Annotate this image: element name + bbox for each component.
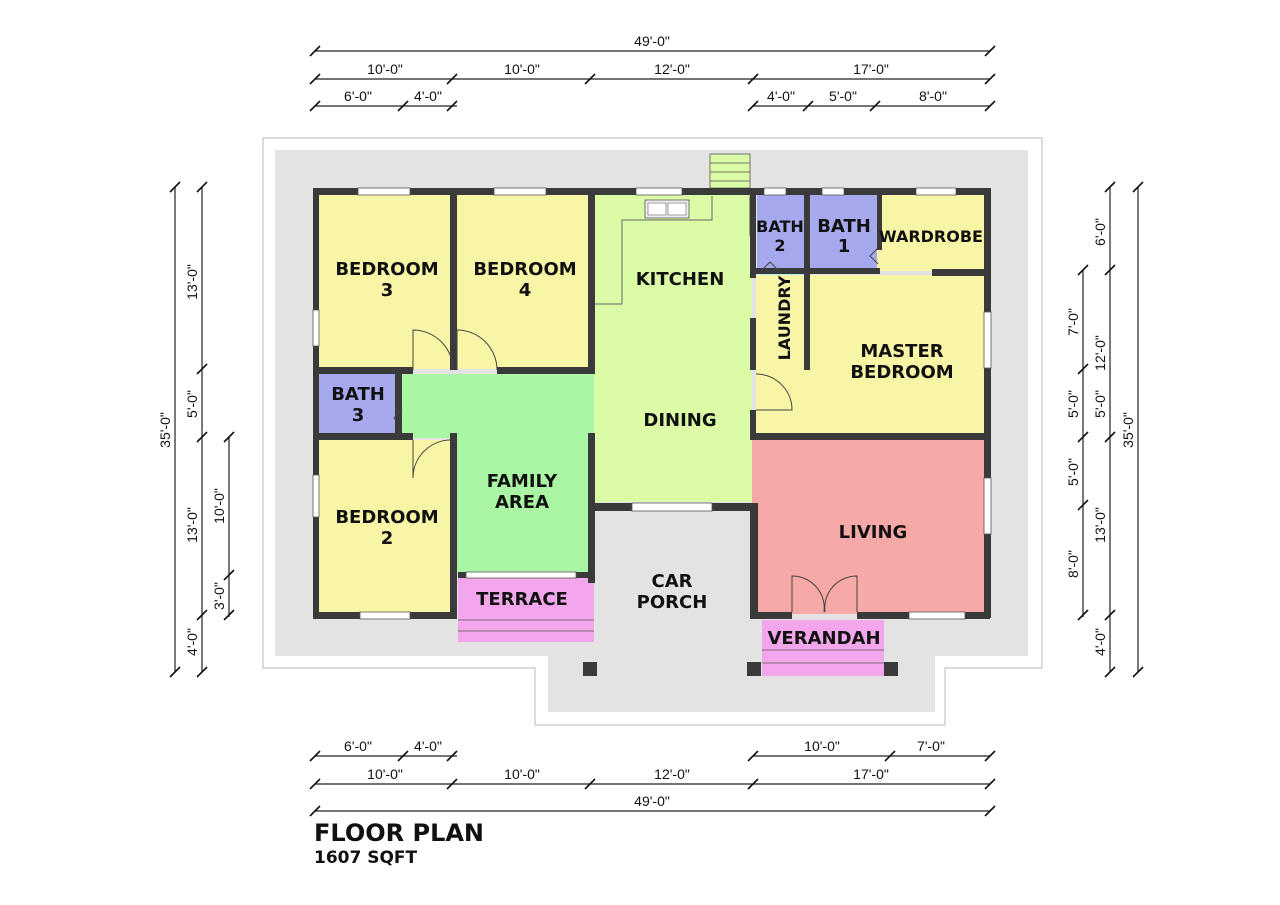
dim-left-r2-1: 13'-0" bbox=[184, 264, 200, 300]
label-wardrobe: WARDROBE bbox=[879, 227, 983, 246]
dimensions-left: 35'-0" 13'-0" 5'-0" 13'-0" 4'-0" 10'-0" … bbox=[157, 181, 235, 678]
room-wardrobe bbox=[877, 195, 986, 271]
dim-right-r3-1: 7'-0" bbox=[1065, 308, 1081, 336]
dim-right-r2-1: 6'-0" bbox=[1092, 218, 1108, 246]
label-laundry: LAUNDRY bbox=[775, 275, 794, 360]
label-dining: DINING bbox=[643, 410, 716, 431]
room-kitchen bbox=[594, 195, 752, 375]
dim-top-r2-4: 17'-0" bbox=[853, 61, 889, 77]
room-bedroom-2 bbox=[318, 440, 452, 614]
room-master-bedroom bbox=[756, 275, 986, 435]
label-terrace: TERRACE bbox=[476, 589, 568, 610]
dim-bottom-r2-4: 17'-0" bbox=[853, 766, 889, 782]
dimensions-top: 49'-0" 10'-0" 10'-0" 12'-0" 17'-0" 6'-0"… bbox=[309, 33, 996, 112]
dim-bottom-overall: 49'-0" bbox=[634, 793, 670, 809]
dim-bottom-r2-1: 10'-0" bbox=[367, 766, 403, 782]
windows bbox=[312, 187, 992, 620]
dim-top-r3-2: 4'-0" bbox=[414, 88, 442, 104]
dim-right-r3-3: 5'-0" bbox=[1065, 458, 1081, 486]
label-living: LIVING bbox=[839, 522, 908, 543]
label-kitchen: KITCHEN bbox=[636, 269, 725, 290]
dim-top-overall: 49'-0" bbox=[634, 33, 670, 49]
dim-right-r2-3: 5'-0" bbox=[1092, 390, 1108, 418]
dim-left-overall: 35'-0" bbox=[157, 412, 173, 448]
room-bath-3 bbox=[318, 374, 400, 433]
dim-left-r2-4: 4'-0" bbox=[184, 628, 200, 656]
room-bath-1 bbox=[810, 195, 877, 268]
dim-bottom-r1-4: 7'-0" bbox=[917, 738, 945, 754]
kitchen-counter bbox=[595, 196, 713, 305]
dim-top-r3-5: 8'-0" bbox=[919, 88, 947, 104]
dim-top-r3-3: 4'-0" bbox=[767, 88, 795, 104]
dim-left-r2-3: 13'-0" bbox=[184, 507, 200, 543]
dim-bottom-r1-2: 4'-0" bbox=[414, 738, 442, 754]
dim-bottom-r1-1: 6'-0" bbox=[344, 738, 372, 754]
dim-top-r2-1: 10'-0" bbox=[367, 61, 403, 77]
room-terrace bbox=[458, 578, 594, 642]
dim-top-r3-1: 6'-0" bbox=[344, 88, 372, 104]
room-bath-2 bbox=[757, 195, 807, 268]
dim-right-r2-5: 4'-0" bbox=[1092, 628, 1108, 656]
dim-top-r2-3: 12'-0" bbox=[654, 61, 690, 77]
dimensions-right: 7'-0" 5'-0" 5'-0" 8'-0" 6'-0" 12'-0" 5'-… bbox=[1065, 181, 1144, 678]
dim-bottom-r2-2: 10'-0" bbox=[504, 766, 540, 782]
room-family-area bbox=[456, 374, 590, 572]
dim-right-overall: 35'-0" bbox=[1120, 412, 1136, 448]
dim-left-r3-2: 3'-0" bbox=[211, 582, 227, 610]
plan-title: FLOOR PLAN bbox=[314, 819, 485, 847]
dim-top-r2-2: 10'-0" bbox=[504, 61, 540, 77]
label-verandah: VERANDAH bbox=[767, 628, 880, 649]
dim-right-r2-4: 13'-0" bbox=[1092, 507, 1108, 543]
room-bedroom-3 bbox=[318, 195, 452, 369]
room-dining bbox=[594, 372, 752, 502]
dim-right-r3-4: 8'-0" bbox=[1065, 550, 1081, 578]
dim-bottom-r2-3: 12'-0" bbox=[654, 766, 690, 782]
room-fills bbox=[318, 195, 986, 676]
room-living bbox=[752, 440, 986, 614]
dimensions-bottom: 6'-0" 4'-0" 10'-0" 7'-0" 10'-0" 10'-0" 1… bbox=[309, 738, 996, 817]
dim-top-r3-4: 5'-0" bbox=[829, 88, 857, 104]
dim-left-r2-2: 5'-0" bbox=[184, 390, 200, 418]
dim-right-r2-2: 12'-0" bbox=[1092, 335, 1108, 371]
dim-right-r3-2: 5'-0" bbox=[1065, 390, 1081, 418]
dim-left-r3-1: 10'-0" bbox=[211, 488, 227, 524]
plan-area: 1607 SQFT bbox=[314, 848, 418, 868]
steps bbox=[458, 153, 884, 664]
doors bbox=[393, 196, 879, 613]
room-bedroom-4 bbox=[456, 195, 590, 369]
room-verandah bbox=[762, 620, 884, 676]
dim-bottom-r1-3: 10'-0" bbox=[804, 738, 840, 754]
